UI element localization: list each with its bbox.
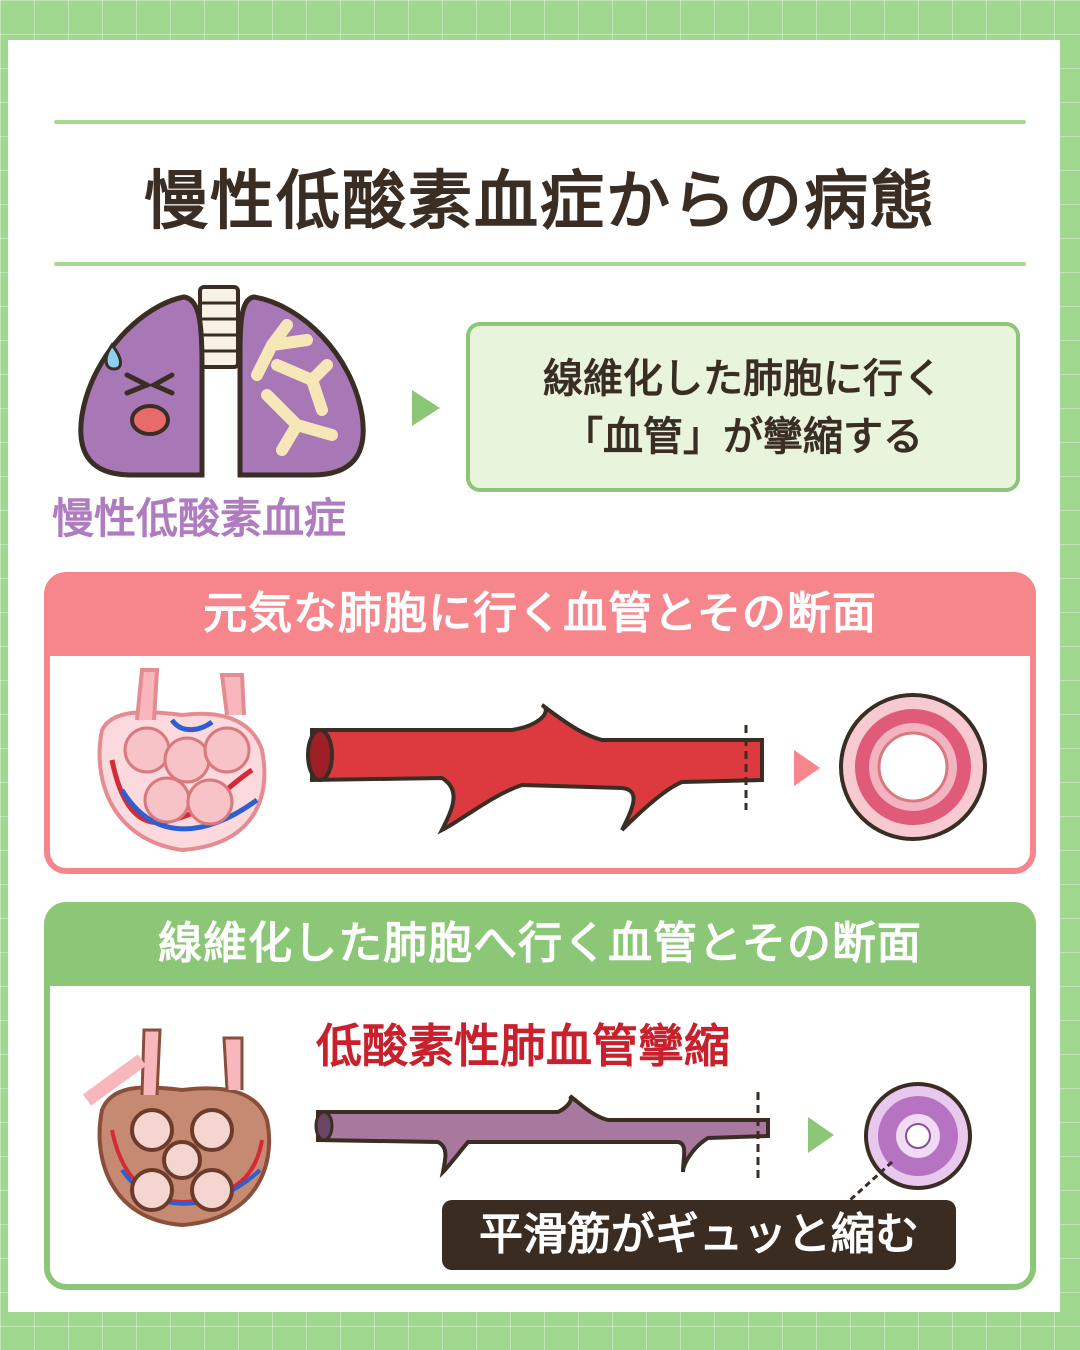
healthy-alveoli-icon: [97, 668, 267, 853]
healthy-panel-heading: 元気な肺胞に行く血管とその断面: [203, 588, 877, 639]
title-top-rule: [54, 120, 1026, 124]
callout-box: 線維化した肺胞に行く 「血管」が攣縮する: [466, 322, 1020, 492]
sad-lung-icon: [78, 285, 366, 478]
healthy-cross-section-icon: [839, 693, 987, 841]
page-title: 慢性低酸素血症からの病態: [144, 165, 936, 239]
callout-line-1: 線維化した肺胞に行く: [543, 356, 943, 402]
condition-title: 低酸素性肺血管攣縮: [316, 1019, 730, 1073]
smooth-muscle-note: 平滑筋がギュッと縮む: [442, 1200, 956, 1270]
callout-line-2: 「血管」が攣縮する: [563, 414, 923, 460]
arrow-right-icon-2: [794, 750, 820, 786]
title-bottom-rule: [54, 262, 1026, 266]
fibrosis-panel-heading: 線維化した肺胞へ行く血管とその断面: [158, 918, 922, 969]
arrow-right-icon-3: [808, 1117, 834, 1153]
constricted-vessel-icon: [314, 1092, 770, 1182]
arrow-right-icon: [412, 390, 440, 426]
fibrotic-alveoli-icon: [82, 1028, 272, 1228]
lung-label: 慢性低酸素血症: [52, 494, 347, 543]
constricted-cross-section-icon: [864, 1082, 972, 1190]
healthy-vessel-icon: [306, 703, 764, 835]
